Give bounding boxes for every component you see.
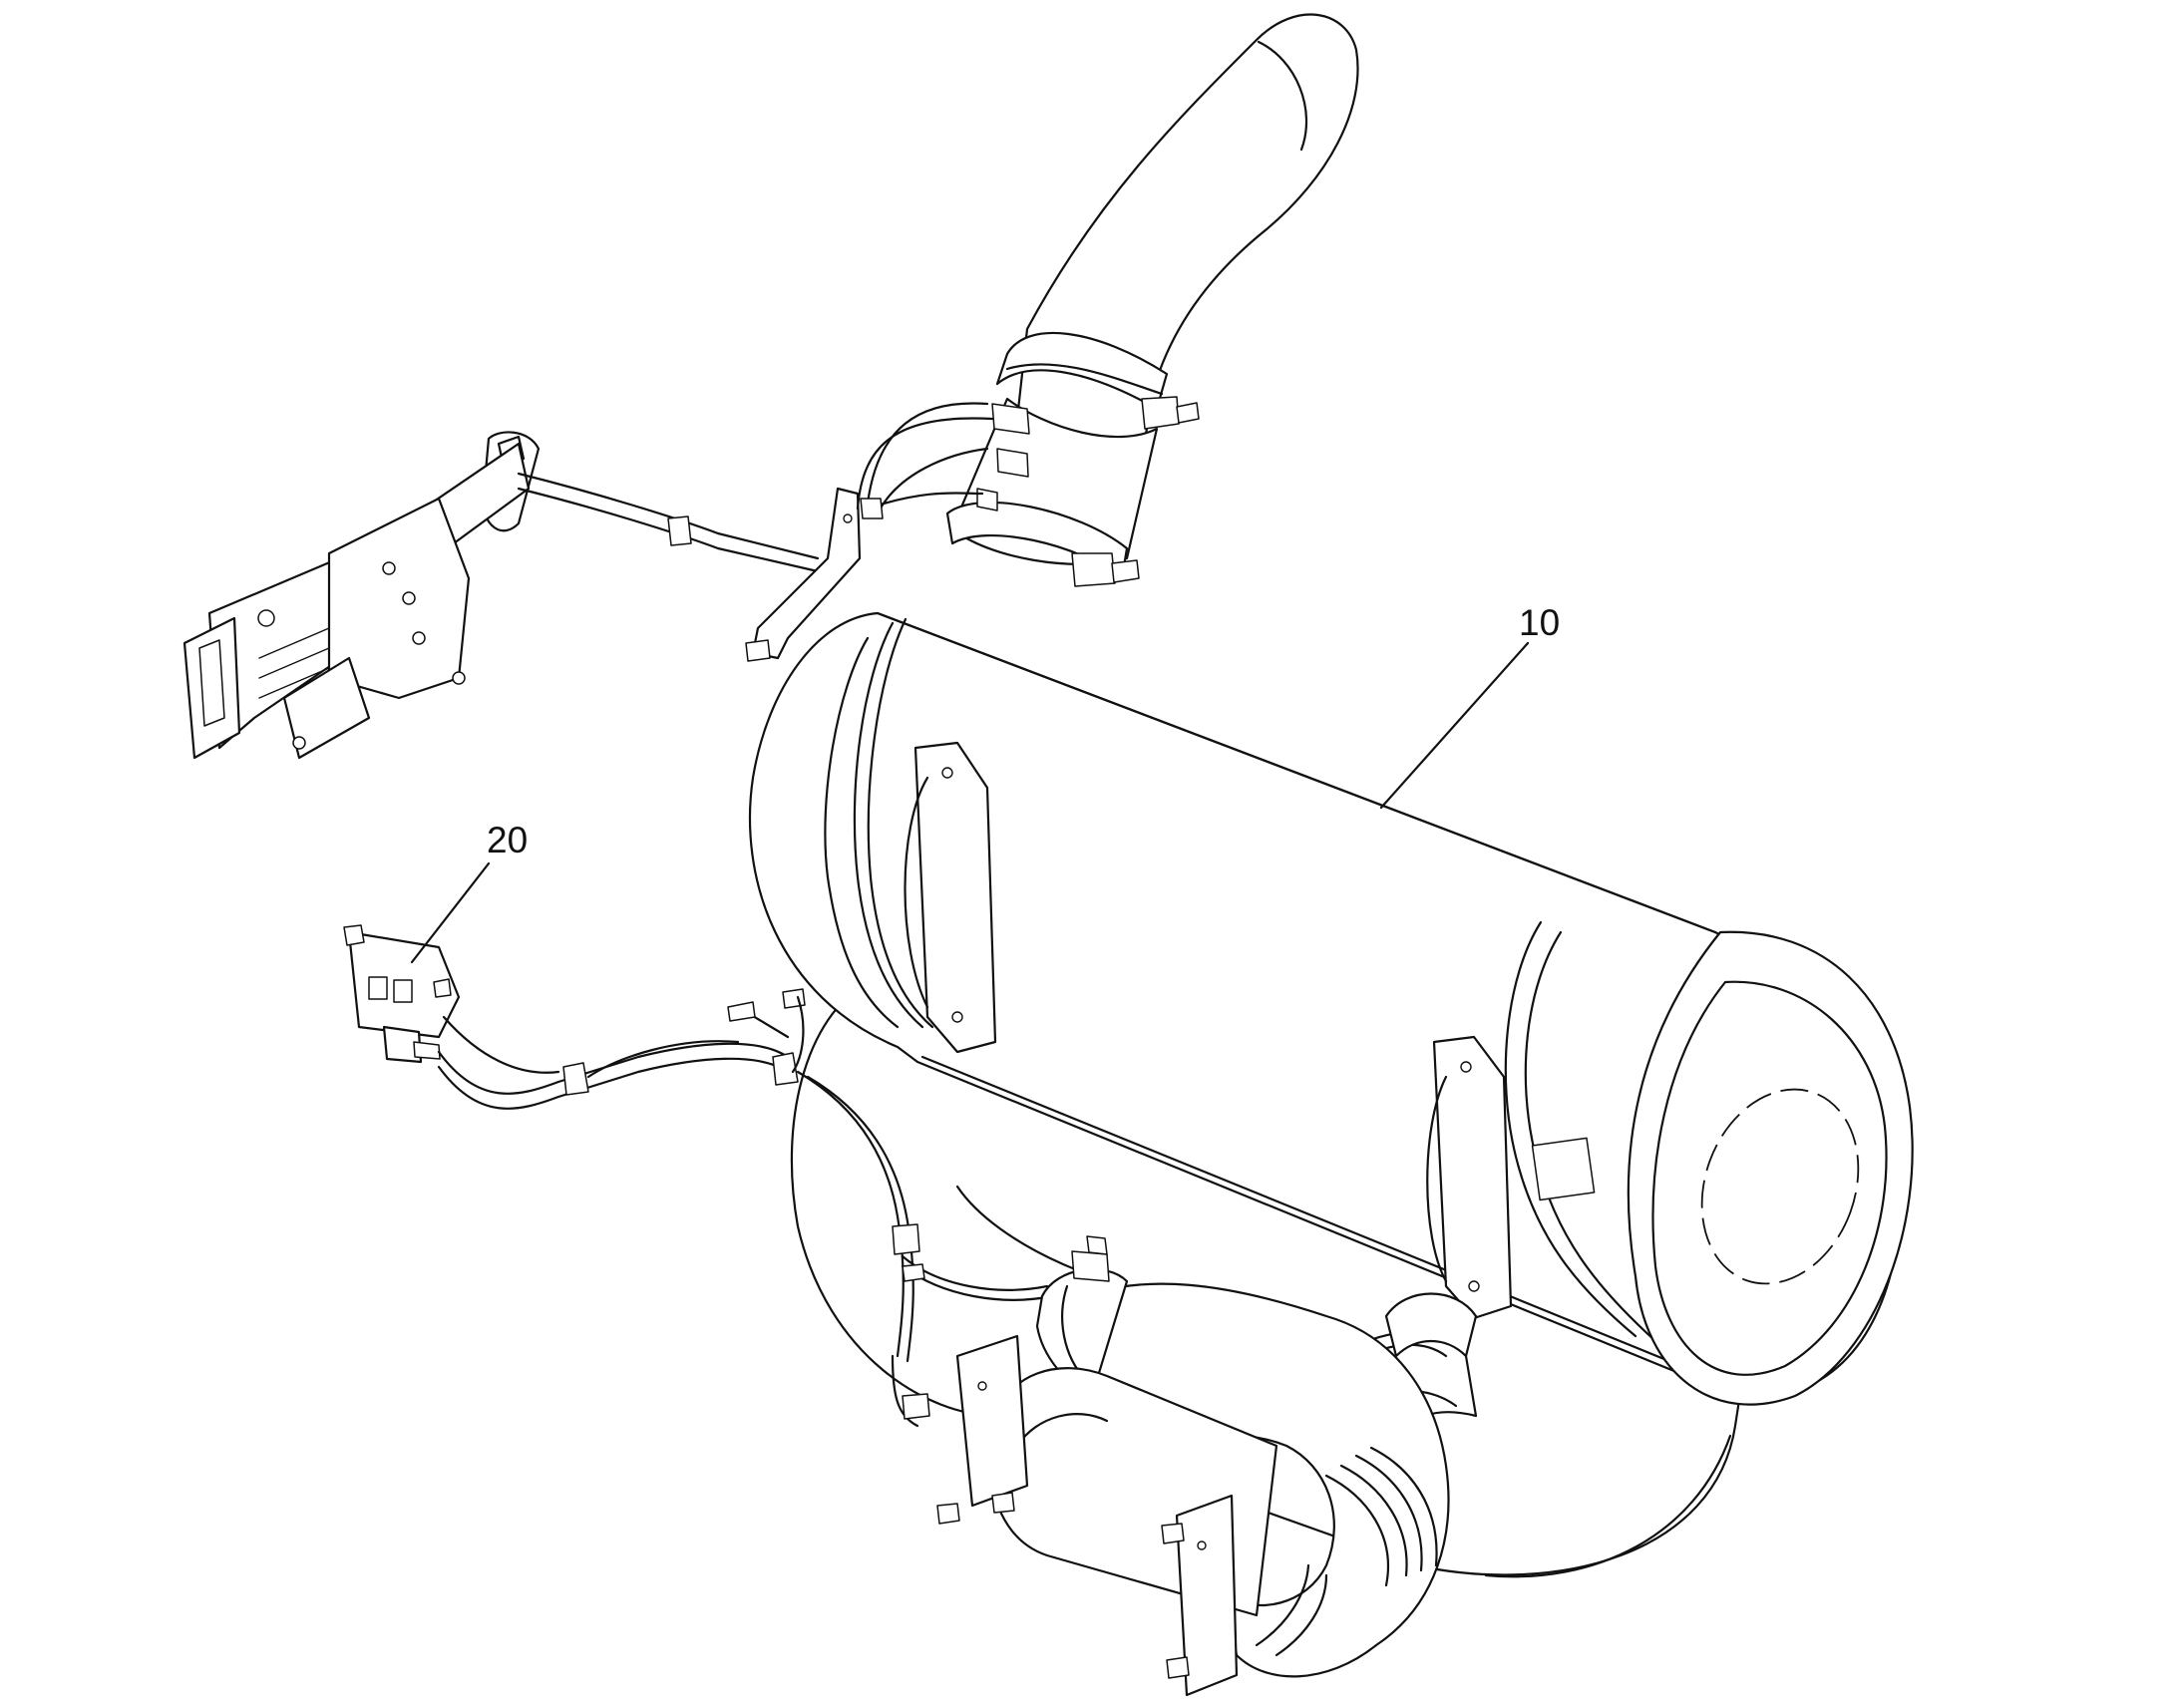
leader-line-20 (410, 861, 491, 964)
callout-label-20: 20 (487, 820, 529, 860)
main-canister (749, 611, 1914, 1406)
top-pipe (945, 13, 1359, 587)
leader-line-10 (1379, 641, 1530, 810)
lower-harness-assembly (343, 924, 1054, 1428)
lower-pipes (936, 1235, 1478, 1697)
callout-label-10: 10 (1519, 602, 1561, 643)
upper-bracket-assembly (182, 402, 994, 760)
callout-leaders (410, 641, 1530, 964)
canister-straps (904, 741, 1513, 1320)
